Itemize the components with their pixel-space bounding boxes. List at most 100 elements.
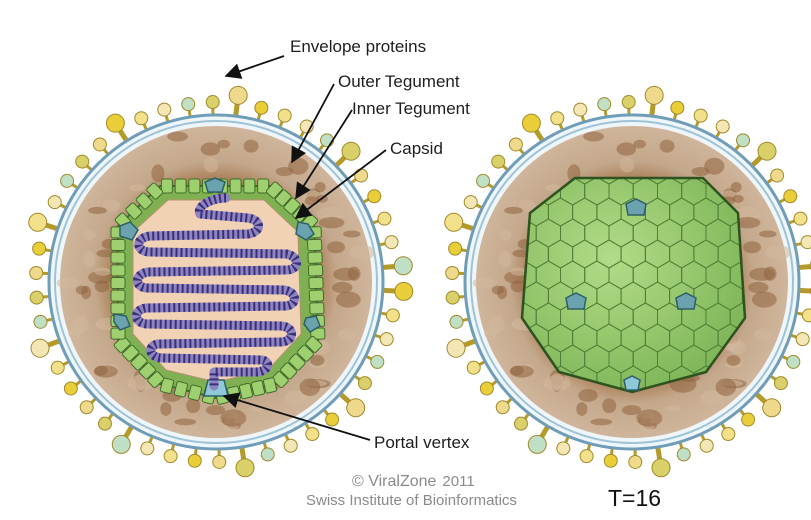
envelope-protein [31,339,49,357]
envelope-protein [671,101,684,114]
envelope-protein [467,361,480,374]
envelope-protein [722,428,735,441]
label-outer-tegument: Outer Tegument [338,72,460,91]
envelope-protein [742,413,755,426]
envelope-protein [771,169,784,182]
envelope-protein [30,267,43,280]
envelope-protein [677,448,690,461]
envelope-protein [580,450,593,463]
envelope-protein [182,98,195,111]
envelope-protein [528,435,546,453]
envelope-protein [93,138,106,151]
envelope-protein [787,355,800,368]
envelope-protein [449,242,462,255]
envelope-protein [34,315,47,328]
envelope-protein [509,138,522,151]
label-envelope-proteins: Envelope proteins [290,37,426,56]
credit-line-2: Swiss Institute of Bioinformatics [306,492,517,509]
envelope-protein [76,155,89,168]
envelope-protein [98,417,111,430]
envelope-protein [255,101,268,114]
envelope-protein [629,455,642,468]
envelope-protein [48,196,61,209]
envelope-protein [29,213,47,231]
envelope-protein [450,315,463,328]
envelope-protein [716,120,729,133]
envelope-protein [480,382,493,395]
envelope-protein [447,339,465,357]
envelope-protein [801,236,811,249]
envelope-protein [326,413,339,426]
envelope-protein [446,267,459,280]
arrow-envelope-proteins [226,56,284,76]
envelope-protein [284,439,297,452]
envelope-protein [774,377,787,390]
envelope-protein [80,401,93,414]
envelope-protein [496,401,509,414]
envelope-protein [141,442,154,455]
envelope-protein [112,435,130,453]
envelope-protein [694,109,707,122]
envelope-protein [347,399,365,417]
envelope-protein [784,190,797,203]
envelope-protein [164,450,177,463]
envelope-protein [61,174,74,187]
envelope-protein [737,134,750,147]
envelope-protein [236,459,254,477]
label-portal-vertex: Portal vertex [374,433,470,452]
virion-cross-section [29,86,413,476]
envelope-protein [794,212,807,225]
envelope-protein [551,112,564,125]
envelope-protein [446,291,459,304]
triangulation-number: T=16 [608,485,661,511]
envelope-protein [386,309,399,322]
envelope-protein [378,212,391,225]
envelope-protein [522,114,540,132]
envelope-protein [514,417,527,430]
envelope-protein [188,454,201,467]
envelope-protein [342,142,360,160]
envelope-protein [445,213,463,231]
envelope-protein [492,155,505,168]
envelope-protein [355,169,368,182]
envelope-protein [229,86,247,104]
envelope-protein [106,114,124,132]
envelope-protein [758,142,776,160]
envelope-protein [622,96,635,109]
envelope-protein [796,333,809,346]
label-inner-tegument: Inner Tegument [352,99,470,118]
credit-line-1: © ViralZone2011 [352,473,475,490]
label-capsid: Capsid [390,139,443,158]
envelope-protein [321,134,334,147]
envelope-protein [385,236,398,249]
envelope-protein [645,86,663,104]
envelope-protein [652,459,670,477]
envelope-protein [278,109,291,122]
envelope-protein [51,361,64,374]
envelope-protein [33,242,46,255]
envelope-protein [213,455,226,468]
envelope-protein [763,399,781,417]
envelope-protein [557,442,570,455]
envelope-protein [206,96,219,109]
envelope-protein [358,377,371,390]
envelope-protein [394,257,412,275]
envelope-protein [700,439,713,452]
envelope-protein [395,282,413,300]
envelope-protein [574,103,587,116]
envelope-protein [604,454,617,467]
envelope-protein [135,112,148,125]
envelope-protein [30,291,43,304]
envelope-protein [306,428,319,441]
virion-capsid-view [445,86,811,520]
envelope-protein [598,98,611,111]
envelope-protein [380,333,393,346]
envelope-protein [371,355,384,368]
envelope-protein [477,174,490,187]
envelope-protein [464,196,477,209]
envelope-protein [261,448,274,461]
envelope-protein [802,309,811,322]
envelope-protein [158,103,171,116]
envelope-protein [64,382,77,395]
